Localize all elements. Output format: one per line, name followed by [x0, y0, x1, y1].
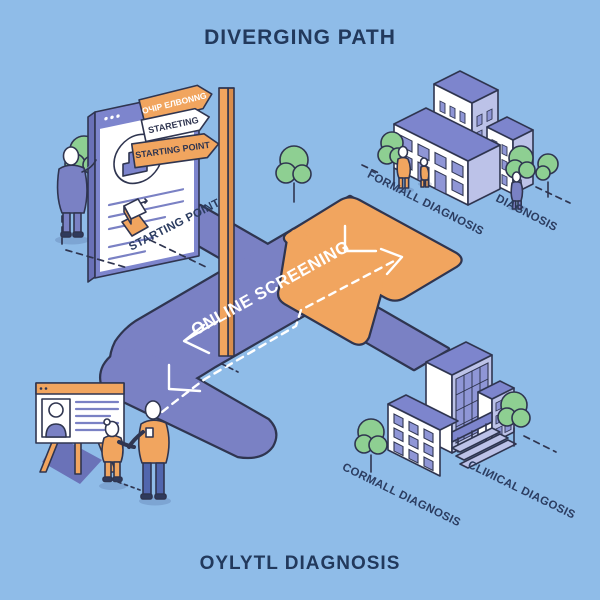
route-dashed-path	[150, 258, 398, 422]
sign-3	[130, 133, 220, 169]
presentation-board	[35, 382, 125, 475]
page-title: DIVERGING PATH	[204, 26, 396, 49]
br-entrance	[451, 411, 517, 469]
br-tree-left	[354, 418, 388, 473]
route-bracket-lower	[167, 363, 202, 393]
road-end-shade	[42, 436, 102, 484]
tl-tree2	[275, 145, 312, 203]
br-tree-right	[497, 391, 531, 447]
route-arrow-ne-icon	[379, 247, 404, 276]
tr-tree-right2	[535, 153, 559, 198]
tr-main-building	[393, 107, 501, 206]
info-kiosk	[121, 198, 149, 237]
tr-person-child	[418, 157, 432, 188]
label-cormall-diagnosis: CORMALL DIAGNOSIS	[340, 461, 462, 529]
label-diagnosis: DIAGNOSIS	[494, 193, 559, 234]
road-network	[99, 194, 463, 460]
signpost	[130, 84, 239, 373]
br-left-wing	[387, 394, 459, 477]
starting-point-scene	[55, 84, 312, 373]
route-bracket-upper	[343, 224, 378, 253]
consultation-scene	[35, 382, 171, 506]
formall-diagnosis-buildings	[361, 70, 571, 211]
tl-person	[55, 146, 97, 245]
label-clinical-diagnosis: CLIИICAL DIAGOSIS	[466, 459, 577, 521]
clinical-diagnosis-buildings	[354, 341, 557, 477]
tr-person-adult	[394, 145, 414, 193]
page-subtitle: OYLYTL DIAGNOSIS	[199, 553, 401, 574]
tr-person-purple	[508, 171, 526, 211]
bl-person-tall	[127, 400, 171, 506]
tr-tree-left	[377, 131, 407, 187]
sign-2	[140, 107, 210, 143]
